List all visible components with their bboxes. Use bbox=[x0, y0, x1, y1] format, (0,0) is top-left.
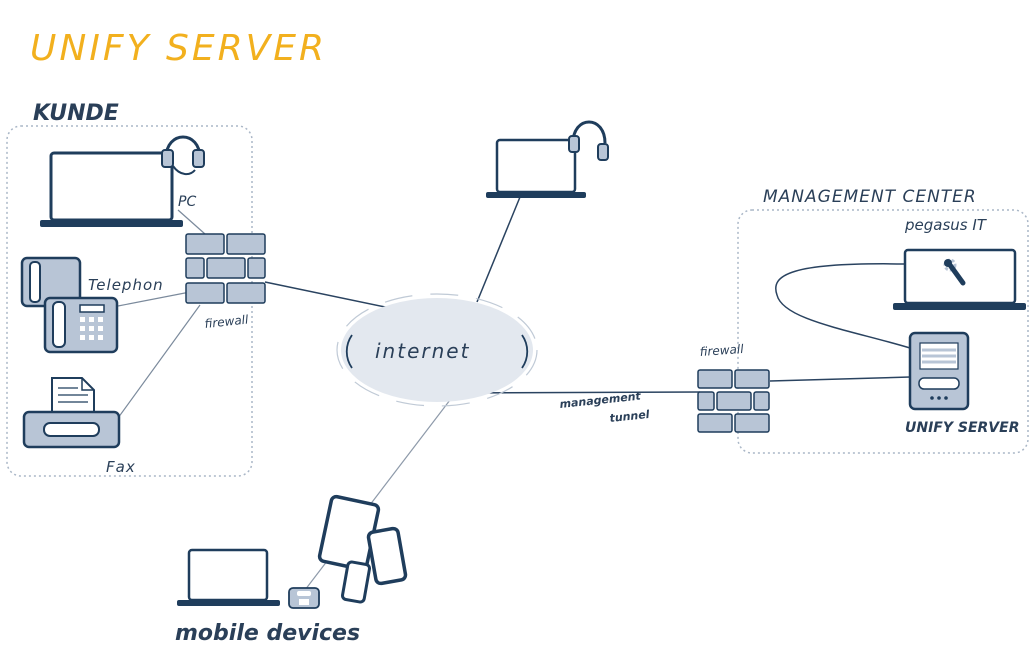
customer-firewall-label: firewall bbox=[204, 312, 250, 331]
fax-label: Fax bbox=[106, 458, 136, 476]
telephone-label: Telephon bbox=[88, 276, 164, 294]
tunnel-label-line2: tunnel bbox=[609, 408, 650, 425]
cloud-icon bbox=[336, 293, 538, 407]
customer-firewall-icon bbox=[185, 233, 266, 304]
internet-label: internet bbox=[375, 339, 470, 363]
server-label: UNIFY SERVER bbox=[905, 420, 1019, 436]
smartphone-icon bbox=[341, 526, 408, 604]
management-center-label: MANAGEMENT CENTER bbox=[763, 187, 977, 207]
diagram-title: UNIFY SERVER bbox=[30, 28, 327, 69]
link-internet-laptop bbox=[476, 196, 521, 303]
pc-label: PC bbox=[178, 194, 196, 210]
link-firewall-server bbox=[769, 376, 911, 382]
connections bbox=[264, 196, 911, 394]
mobile-laptop-icon bbox=[177, 548, 280, 606]
mobile-devices-label: mobile devices bbox=[175, 621, 360, 646]
link-internet-firewall bbox=[451, 391, 701, 394]
desk-phone-icon bbox=[20, 256, 119, 354]
link-server-admin bbox=[775, 263, 911, 349]
server-icon bbox=[908, 331, 970, 411]
customer-zone bbox=[6, 125, 253, 477]
remote-laptop-icon bbox=[486, 138, 586, 198]
link-firewall-internet bbox=[264, 281, 391, 309]
headset-icon bbox=[161, 135, 205, 176]
pc-laptop-icon bbox=[40, 151, 183, 227]
customer-links bbox=[117, 209, 451, 591]
fax-icon bbox=[22, 377, 121, 449]
wrench-icon bbox=[943, 258, 966, 286]
remote-headset-icon bbox=[568, 120, 609, 161]
mobile-desk-phone-icon bbox=[288, 587, 320, 609]
management-firewall-label: firewall bbox=[699, 342, 744, 359]
company-label: pegasus IT bbox=[904, 216, 988, 234]
management-center-zone bbox=[737, 209, 1029, 454]
customer-label: KUNDE bbox=[33, 101, 119, 126]
management-firewall-icon bbox=[697, 369, 770, 433]
